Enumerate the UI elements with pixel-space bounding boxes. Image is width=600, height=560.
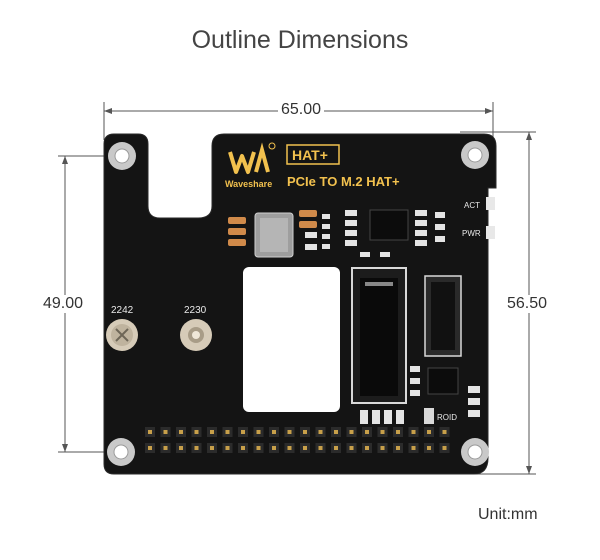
smd-components bbox=[305, 210, 445, 257]
gpio-pin-contact bbox=[396, 430, 400, 434]
mounting-hole-bottom-right bbox=[461, 438, 489, 466]
mounting-hole-bottom-left bbox=[107, 438, 135, 466]
mounting-hole-top-right bbox=[461, 141, 489, 169]
gpio-pin-contact bbox=[179, 430, 183, 434]
connector-label: ROID bbox=[437, 413, 457, 422]
board-cutout bbox=[243, 267, 340, 412]
gpio-header bbox=[145, 427, 450, 453]
gpio-pin-contact bbox=[287, 446, 292, 450]
fpc-connector bbox=[424, 275, 462, 357]
gpio-pin-contact bbox=[318, 446, 323, 450]
gpio-pin-contact bbox=[303, 430, 307, 434]
gpio-pin-contact bbox=[272, 446, 276, 450]
gpio-pin-contact bbox=[427, 430, 431, 434]
gpio-pin-contact bbox=[210, 430, 214, 434]
unit-label: Unit:mm bbox=[478, 506, 538, 523]
diagram-title: Outline Dimensions bbox=[191, 26, 409, 54]
led-pwr bbox=[486, 226, 495, 239]
gpio-pin-contact bbox=[427, 446, 431, 450]
led-pwr-label: PWR bbox=[462, 229, 481, 238]
bottom-components bbox=[360, 366, 480, 424]
right-height-dimension: 56.50 bbox=[504, 295, 551, 313]
chip-ic-small bbox=[427, 367, 459, 395]
gpio-pin-contact bbox=[210, 446, 214, 450]
gpio-pin-contact bbox=[349, 430, 354, 434]
gpio-pin-contact bbox=[225, 446, 230, 450]
led-act bbox=[486, 197, 495, 210]
gpio-pin-contact bbox=[318, 430, 323, 434]
gpio-pin-contact bbox=[225, 430, 230, 434]
brand-label: Waveshare bbox=[225, 179, 272, 189]
gpio-pin-contact bbox=[442, 430, 447, 434]
gpio-pin-contact bbox=[148, 446, 152, 450]
gpio-pin-contact bbox=[365, 446, 369, 450]
width-dimension: 65.00 bbox=[278, 101, 325, 119]
gpio-pin-contact bbox=[272, 430, 276, 434]
gpio-pin-contact bbox=[396, 446, 400, 450]
gpio-pin-contact bbox=[241, 430, 245, 434]
gpio-pin-contact bbox=[256, 446, 261, 450]
gpio-pin-contact bbox=[148, 430, 152, 434]
gpio-pin-contact bbox=[380, 446, 385, 450]
hat-badge-label: HAT+ bbox=[292, 147, 328, 163]
gpio-pin-contact bbox=[442, 446, 447, 450]
gpio-pin-contact bbox=[179, 446, 183, 450]
gpio-pin-contact bbox=[365, 430, 369, 434]
gpio-pin-contact bbox=[163, 446, 168, 450]
gpio-pin-contact bbox=[287, 430, 292, 434]
capacitors bbox=[228, 210, 317, 246]
gpio-pin-contact bbox=[194, 446, 199, 450]
waveshare-logo-icon bbox=[228, 142, 276, 174]
gpio-pin-contact bbox=[194, 430, 199, 434]
hat-badge bbox=[286, 144, 340, 165]
m2-slot bbox=[351, 267, 407, 404]
gpio-pin-contact bbox=[163, 430, 168, 434]
label-2242: 2242 bbox=[111, 305, 134, 316]
label-2230: 2230 bbox=[184, 305, 207, 316]
standoff-2242 bbox=[106, 319, 138, 351]
left-height-dimension: 49.00 bbox=[40, 295, 87, 313]
gpio-pin-contact bbox=[256, 430, 261, 434]
dimension-arrows bbox=[62, 108, 532, 474]
gpio-pin-contact bbox=[303, 446, 307, 450]
gpio-pin-contact bbox=[349, 446, 354, 450]
product-name: PCIe TO M.2 HAT+ bbox=[287, 174, 400, 189]
gpio-pin-contact bbox=[380, 430, 385, 434]
gpio-pin-contact bbox=[411, 430, 416, 434]
gpio-pin-contact bbox=[241, 446, 245, 450]
standoff-2230 bbox=[180, 319, 212, 351]
chip-ic bbox=[369, 209, 409, 241]
gpio-pin-contact bbox=[334, 446, 338, 450]
chip-small-bottom bbox=[424, 408, 434, 424]
gpio-pin-contact bbox=[334, 430, 338, 434]
mounting-hole-top-left bbox=[108, 142, 136, 170]
led-act-label: ACT bbox=[464, 201, 480, 210]
gpio-pin-contact bbox=[411, 446, 416, 450]
